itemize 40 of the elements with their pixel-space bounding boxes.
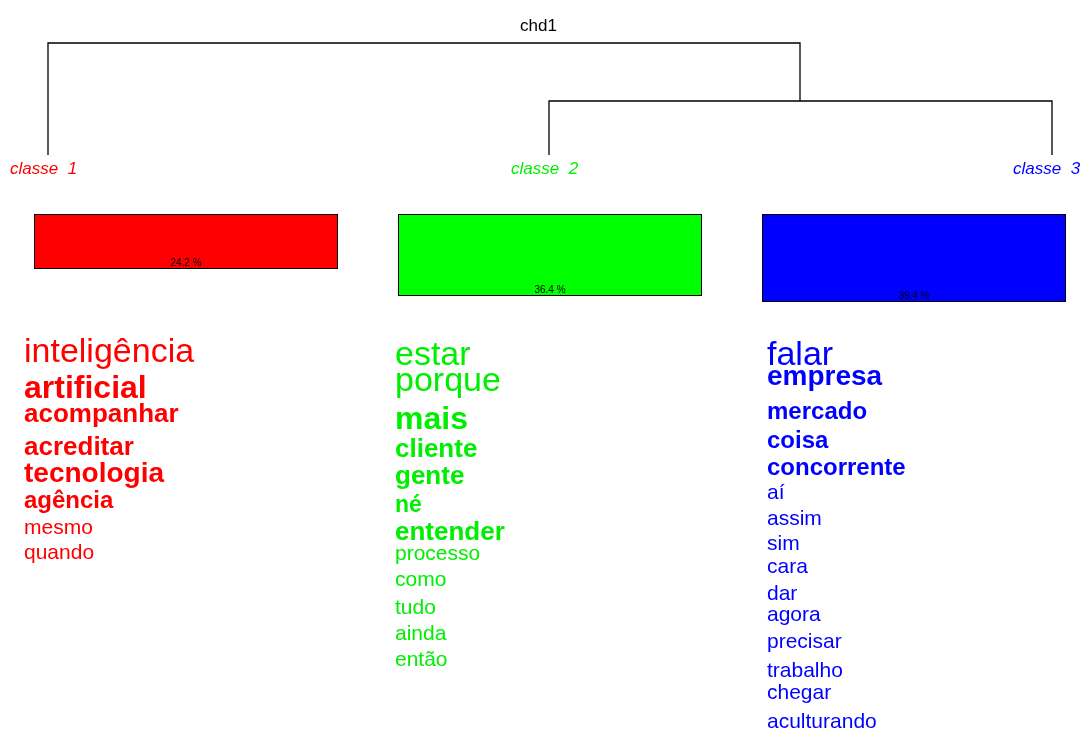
keyword: mais (395, 402, 468, 434)
percentage-bar (34, 214, 338, 269)
keyword: aculturando (767, 710, 877, 731)
keyword: acompanhar (24, 400, 179, 426)
keyword: aí (767, 481, 785, 502)
keyword: ainda (395, 622, 447, 643)
keyword: mesmo (24, 516, 93, 537)
keyword: cara (767, 555, 808, 576)
percentage-bar (398, 214, 702, 296)
dendrogram-title: chd1 (520, 17, 557, 34)
keyword: agência (24, 488, 114, 512)
keyword: coisa (767, 428, 829, 452)
class-label: classe 3 (1013, 160, 1081, 177)
keyword: né (395, 493, 422, 516)
keyword: concorrente (767, 455, 906, 479)
class-label: classe 2 (511, 160, 579, 177)
keyword: acreditar (24, 433, 134, 459)
keyword: processo (395, 542, 481, 563)
keyword: então (395, 648, 448, 669)
keyword: artificial (24, 371, 147, 403)
class-label: classe 1 (10, 160, 78, 177)
keyword: gente (395, 462, 465, 488)
percentage-label: 36.4 % (533, 285, 567, 295)
keyword: entender (395, 518, 505, 544)
keyword: tudo (395, 596, 436, 617)
keyword: inteligência (24, 333, 195, 367)
keyword: sim (767, 532, 800, 553)
keyword: quando (24, 541, 95, 562)
keyword: agora (767, 603, 821, 624)
keyword: cliente (395, 435, 478, 461)
keyword: assim (767, 507, 822, 528)
keyword: como (395, 568, 447, 589)
keyword: trabalho (767, 659, 843, 680)
keyword: precisar (767, 630, 842, 651)
percentage-bar (762, 214, 1066, 302)
keyword: mercado (767, 399, 868, 423)
keyword: dar (767, 582, 798, 603)
percentage-label: 39.4 % (897, 291, 931, 301)
percentage-label: 24.2 % (169, 258, 203, 268)
keyword: chegar (767, 681, 832, 702)
